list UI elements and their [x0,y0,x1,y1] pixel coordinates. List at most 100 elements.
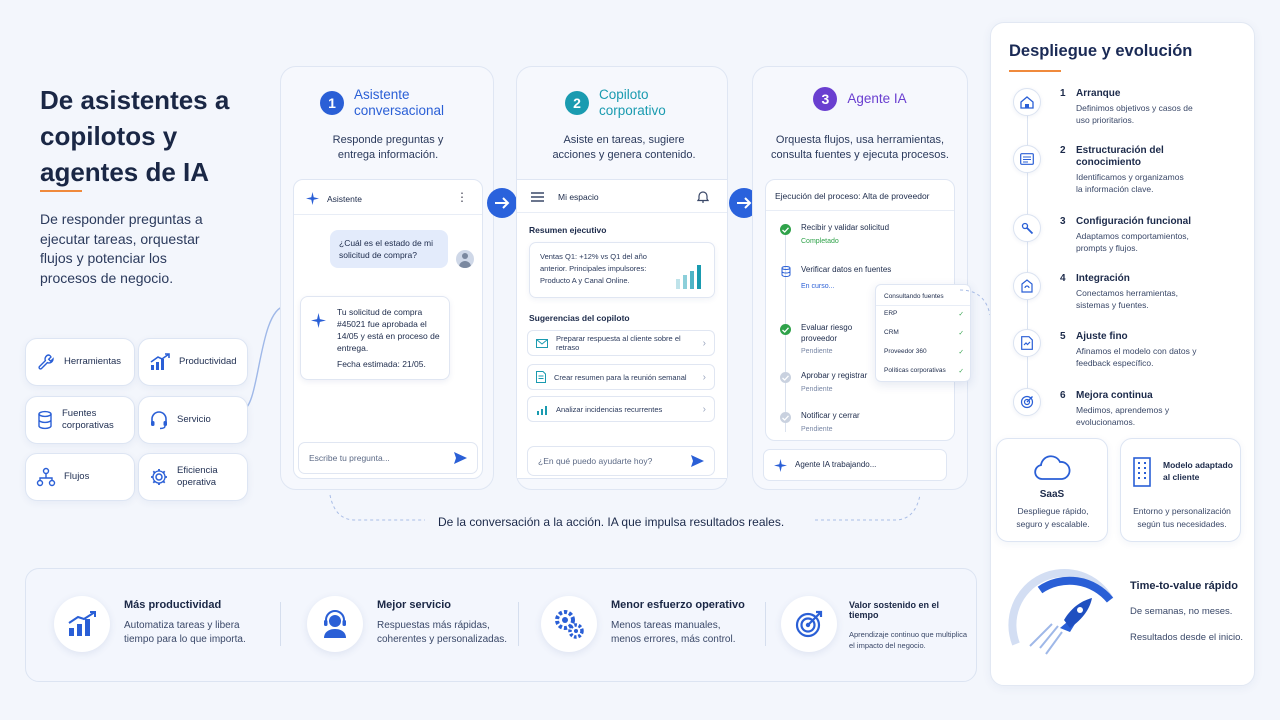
deploy-step-desc: Adaptamos comportamientos, prompts y flu… [1076,231,1189,253]
benefit-value: Valor sostenido en el tiempo Aprendizaje… [849,600,969,651]
chevron-right-icon: › [702,403,706,415]
benefit-title: Más productividad [124,599,222,611]
step-status: En curso... [801,283,835,290]
benefit-effort: Menor esfuerzo operativo Menos tareas ma… [611,599,751,647]
step-status: Pendiente [801,386,833,393]
stage-description: Responde preguntas y entrega información… [332,134,444,161]
bot-message-date: Fecha estimada: 21/05. [337,359,426,369]
step-title: Recibir y validar solicitud [801,223,890,232]
tuning-icon [1013,329,1041,357]
chat-input-placeholder: Escribe tu pregunta... [309,453,390,463]
check-icon [780,224,791,235]
speedometer-rocket-icon [1008,569,1114,655]
page-subtitle: De responder preguntas a ejecutar tareas… [40,211,203,286]
benefit-description: Automatiza tareas y libera tiempo para l… [124,620,246,645]
send-icon[interactable] [691,455,704,467]
suggestion-item[interactable]: Crear resumen para la reunión semanal › [527,364,715,390]
step-number: 6 [1060,390,1066,401]
send-icon[interactable] [454,452,467,464]
stage-assistant: 1 Asistente conversacional Responde preg… [280,66,494,490]
page-title: De asistentes a copilotos y agentes de I… [40,85,230,187]
more-options-icon[interactable]: ⋮ [456,190,468,204]
source-row: Proveedor 360✓ [884,348,964,356]
gears-icon [541,596,597,652]
pending-check-icon [780,412,791,423]
deploy-step-title: Configuración funcional [1076,216,1191,227]
stage-description: Asiste en tareas, sugiere acciones y gen… [552,134,696,161]
step-title: Notificar y cerrar [801,411,860,420]
feature-label: Servicio [177,414,211,425]
step-status: Completado [801,238,839,245]
chevron-right-icon: › [702,337,706,349]
wrench-icon [36,352,56,372]
target-icon [1013,388,1041,416]
agent-status-bar: Agente IA trabajando... [763,449,947,481]
sparkle-icon [306,192,319,205]
deploy-step-title: Integración [1076,273,1130,284]
step-number: 3 [1060,216,1066,227]
deployment-underline [1009,70,1061,72]
suggestion-item[interactable]: Analizar incidencias recurrentes › [527,396,715,422]
stage-copilot: 2 Copiloto corporativo Asiste en tareas,… [516,66,728,490]
check-icon: ✓ [958,368,964,375]
suggestion-label: Crear resumen para la reunión semanal [554,372,687,382]
ttv-line1: De semanas, no meses. [1130,606,1233,617]
benefit-title: Mejor servicio [377,599,451,611]
stage-agent: 3 Agente IA Orquesta flujos, usa herrami… [752,66,971,490]
sparkle-icon [774,458,787,472]
feature-efficiency: Eficiencia operativa [138,453,248,501]
menu-icon[interactable] [531,192,544,202]
document-icon [1013,145,1041,173]
client-model-description: Entorno y personalización según tus nece… [1133,506,1231,529]
database-icon [780,266,791,277]
benefit-description: Respuestas más rápidas, coherentes y per… [377,620,508,645]
database-icon [36,410,54,430]
pending-check-icon [780,372,791,383]
divider [765,602,766,646]
check-icon [780,324,791,335]
chevron-right-icon: › [702,371,706,383]
copilot-input[interactable]: ¿En qué puedo ayudarte hoy? [527,446,715,476]
step-title: Verificar datos en fuentes [801,265,892,274]
source-label: ERP [884,310,898,317]
feature-label: Flujos [64,471,90,482]
headset-icon [149,410,169,430]
stage-number: 2 [565,91,589,115]
home-icon [1013,88,1041,116]
dashed-connector [329,289,991,521]
sparkle-icon [311,313,326,328]
benefit-description: Aprendizaje continuo que multiplica el i… [849,630,967,650]
benefit-service: Mejor servicio Respuestas más rápidas, c… [377,599,517,647]
check-icon: ✓ [958,311,964,318]
arrow-right-icon [487,188,517,218]
deploy-step-desc: Conectamos herramientas, sistemas y fuen… [1076,288,1179,310]
mail-icon [536,338,548,348]
assistant-chat-window: Asistente ⋮ ¿Cuál es el estado de mi sol… [293,179,483,479]
chat-input[interactable]: Escribe tu pregunta... [298,442,478,474]
source-label: CRM [884,329,899,336]
check-icon: ✓ [958,349,964,356]
step-status: Pendiente [801,426,833,433]
divider [518,602,519,646]
source-row: CRM✓ [884,329,964,337]
bell-icon[interactable] [697,190,709,203]
ttv-line2: Resultados desde el inicio. [1130,632,1244,643]
feature-tools: Herramientas [25,338,135,386]
chat-header-title: Asistente [327,193,362,204]
bar-chart-icon [676,265,701,289]
tagline: De la conversación a la acción. IA que i… [438,515,785,529]
deploy-step-title: Arranque [1076,88,1121,99]
flow-icon [36,467,56,487]
feature-label: Eficiencia operativa [177,465,218,488]
step-title: Evaluar riesgo proveedor [801,323,853,343]
step-number: 1 [1060,88,1066,99]
suggestion-item[interactable]: Preparar respuesta al cliente sobre el r… [527,330,715,356]
